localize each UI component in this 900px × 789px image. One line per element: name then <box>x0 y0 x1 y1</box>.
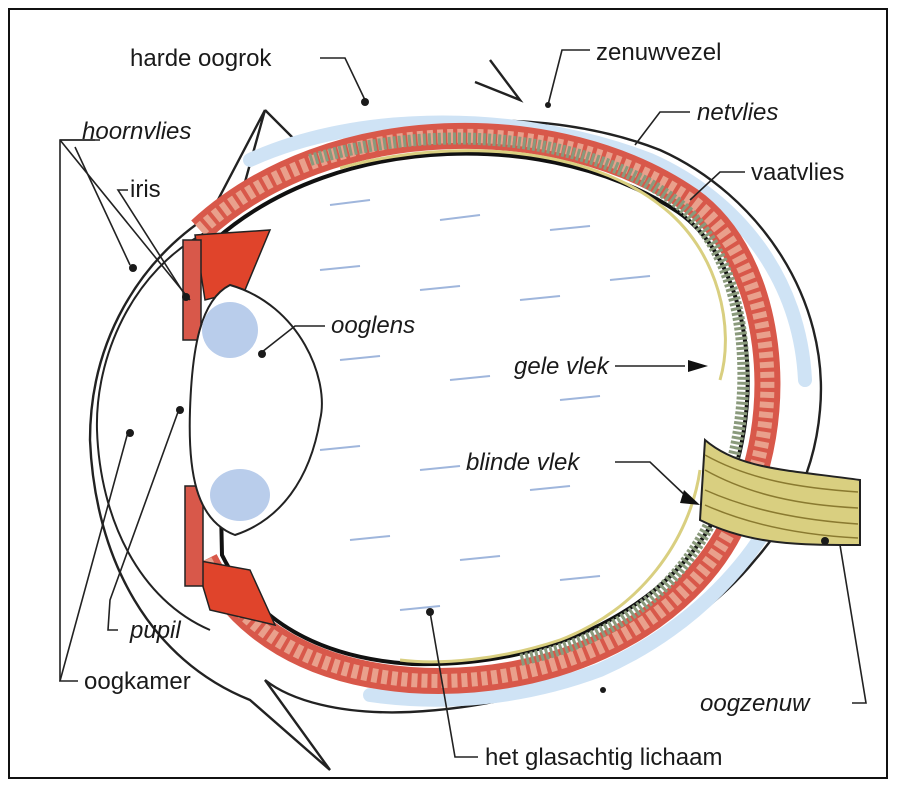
label-blinde-vlek: blinde vlek <box>466 449 581 476</box>
label-iris: iris <box>130 176 161 203</box>
label-hoornvlies: hoornvlies <box>82 118 191 145</box>
label-harde-oogrok: harde oogrok <box>130 45 272 72</box>
label-glasachtig-lichaam: het glasachtig lichaam <box>485 744 722 771</box>
lens-tint-bottom <box>210 469 270 521</box>
label-netvlies: netvlies <box>697 99 778 126</box>
lens-tint-top <box>202 302 258 358</box>
label-gele-vlek: gele vlek <box>514 353 611 380</box>
label-pupil: pupil <box>129 617 181 644</box>
label-ooglens: ooglens <box>331 312 415 339</box>
label-zenuwvezel: zenuwvezel <box>596 39 721 66</box>
iris-top <box>183 240 201 340</box>
label-oogkamer: oogkamer <box>84 668 191 695</box>
label-vaatvlies: vaatvlies <box>751 159 844 186</box>
label-oogzenuw: oogzenuw <box>700 690 811 717</box>
